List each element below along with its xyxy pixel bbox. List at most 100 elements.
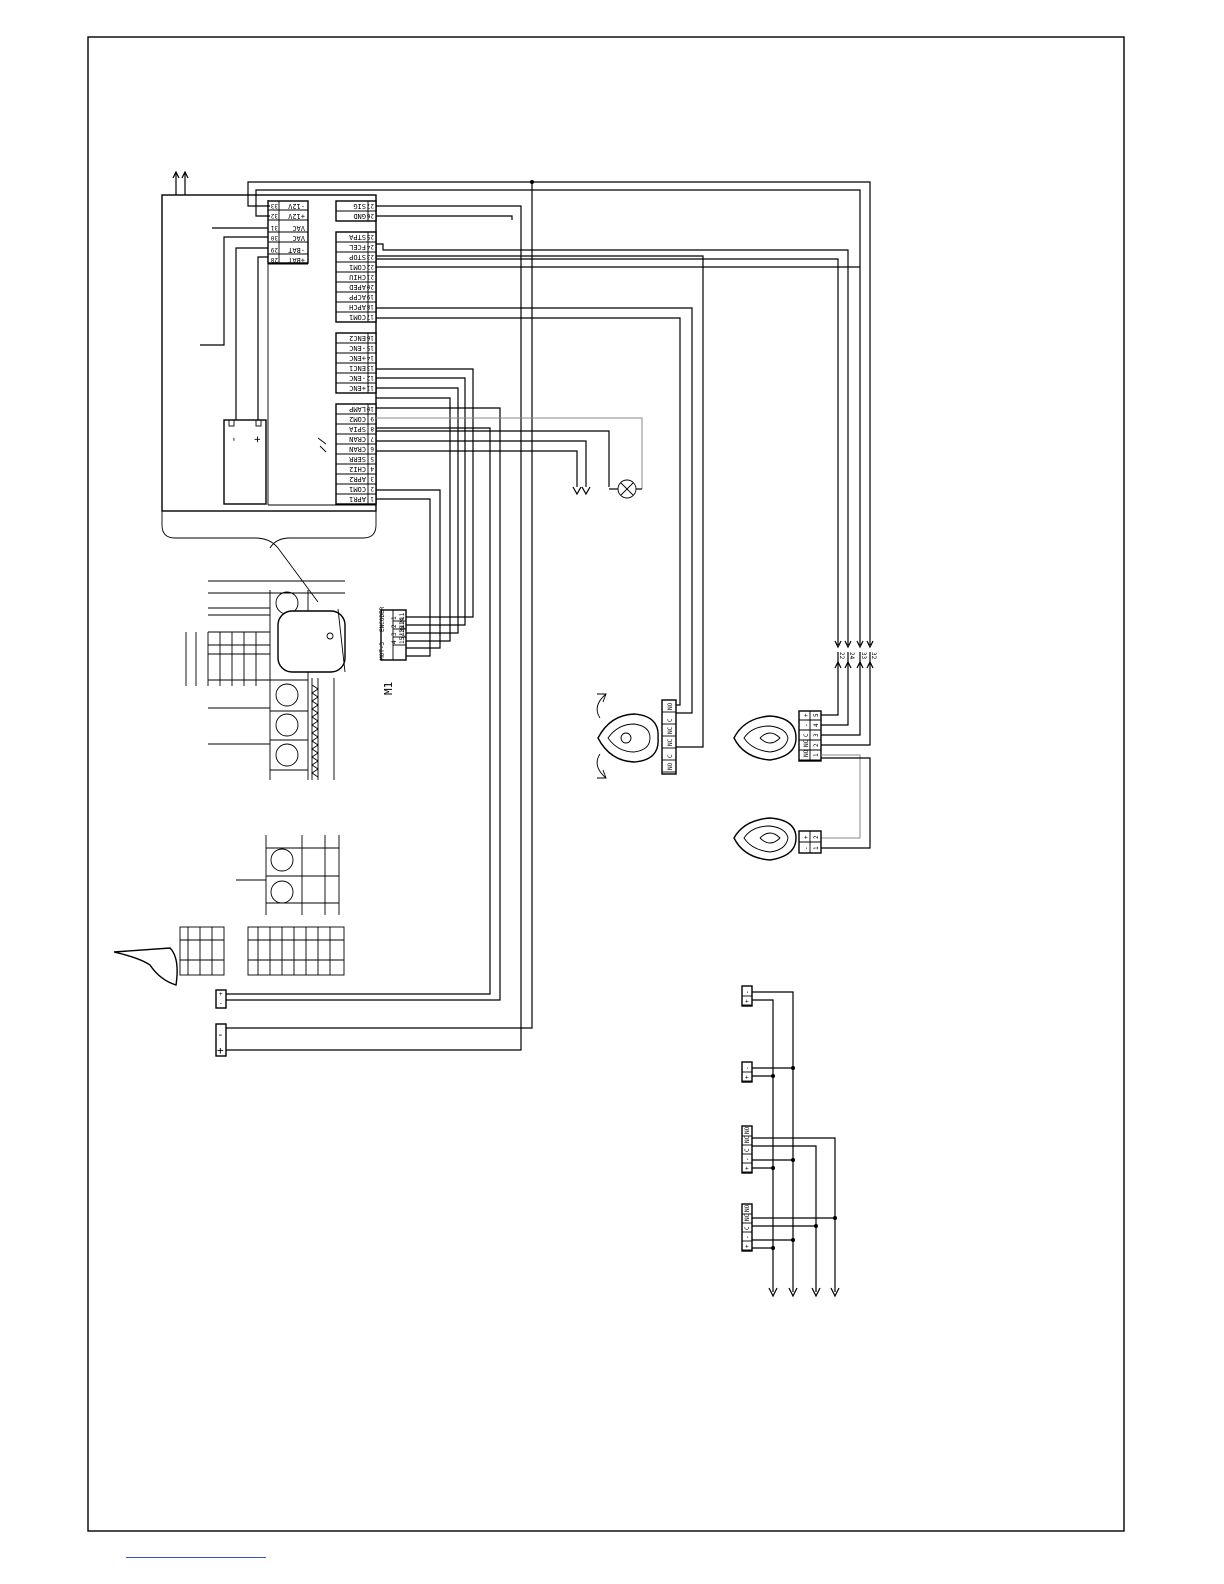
accessory-terminal-2-0: -	[744, 1066, 751, 1070]
terminal-label-13: ENC1	[349, 364, 366, 372]
terminal-num-5: 5	[370, 455, 374, 462]
encoder-right-15/16: 15/16	[399, 626, 406, 644]
arrow-up-icon	[866, 660, 874, 669]
photocell-tx-sym-1: -	[803, 723, 810, 727]
terminal-label-25: STPA	[348, 233, 366, 241]
terminal-num-15: 15	[366, 344, 374, 351]
accessory-terminal-4-0: NO	[744, 1204, 751, 1212]
photocell-rx-num-1: 1	[813, 846, 820, 850]
photocell-tx-num-0: 5	[813, 713, 820, 717]
terminal-label-2: COM1	[349, 485, 366, 493]
terminal-label-26: GND	[353, 212, 366, 220]
photocell-wire-33: 33	[860, 652, 867, 660]
terminal-label-17: COM1	[349, 313, 366, 321]
power-label-33: -12V	[287, 202, 305, 210]
encoder-header-encoder: ENCODER	[379, 606, 386, 632]
encoder-right-13/14: 13/14	[399, 618, 406, 636]
terminal-label-23: STOP	[349, 253, 366, 261]
terminal-label-6: CRAN	[349, 445, 366, 453]
terminal-num-7: 7	[370, 435, 374, 442]
photocell-wire-24: 24	[848, 652, 855, 660]
battery	[223, 419, 267, 505]
encoder-left-1: 1	[391, 616, 398, 620]
arrow-up-icon	[856, 660, 864, 669]
terminal-num-21: 21	[366, 273, 374, 280]
gate-illustration: + - + -	[113, 580, 346, 1057]
lamp-terminal-minus: -	[219, 1000, 223, 1007]
encoder-left-4: 4	[391, 640, 398, 644]
power-label-28: +BAT	[287, 256, 305, 264]
arrow-down-icon	[834, 640, 842, 649]
arrow-down-icon	[856, 640, 864, 649]
terminal-label-1: APR1	[349, 495, 366, 503]
terminal-label-11: +ENC	[349, 384, 366, 392]
terminal-num-26: 26	[366, 212, 374, 219]
terminal-num-13: 13	[366, 364, 374, 371]
terminal-num-19: 19	[366, 293, 374, 300]
accessory-terminal-block-4	[741, 1203, 753, 1252]
terminal-num-27: 27	[366, 202, 374, 209]
terminal-num-18: 18	[366, 303, 374, 310]
terminal-label-18: APCH	[349, 303, 366, 311]
terminal-num-12: 12	[366, 374, 374, 381]
photocell-tx-num-1: 4	[813, 723, 820, 727]
encoder-left-2: 2	[391, 624, 398, 628]
lamp-terminal-plus: +	[219, 991, 223, 998]
terminal-num-14: 14	[366, 354, 374, 361]
terminal-num-17: 17	[366, 313, 374, 320]
ps-terminal-minus: -	[217, 1028, 224, 1041]
terminal-label-19: ACPP	[349, 293, 366, 301]
terminal-label-10: LAMP	[349, 405, 366, 413]
key-terminal-0: NO	[667, 702, 674, 710]
terminal-label-7: CRAN	[349, 435, 366, 443]
photocell-tx-num-3: 2	[813, 743, 820, 747]
motor-body	[277, 610, 346, 673]
motor-label-m1: M1	[382, 682, 395, 695]
terminal-label-8: SPIA	[348, 425, 366, 433]
terminal-label-5: SERR	[348, 455, 366, 463]
photocell-tx-sym-3: NC	[803, 739, 810, 747]
terminal-label-4: CHI2	[349, 465, 366, 473]
terminal-label-3: APR2	[349, 475, 366, 483]
accessory-terminal-4-2: C	[744, 1226, 751, 1230]
ps-terminal-box	[215, 1023, 227, 1057]
encoder-right-12: 12	[399, 620, 406, 628]
terminal-num-24: 24	[366, 243, 374, 250]
photocell-wire-32: 32	[870, 652, 877, 660]
terminal-num-6: 6	[370, 445, 374, 452]
accessory-terminal-3-4: +	[744, 1166, 751, 1170]
terminal-num-2: 2	[370, 485, 374, 492]
board-wires	[224, 180, 871, 1051]
accessory-terminal-1-1: +	[744, 999, 751, 1003]
power-label-32: +12V	[287, 212, 305, 220]
accessory-terminal-3-2: C	[744, 1148, 751, 1152]
terminal-label-22: COM1	[349, 263, 366, 271]
encoder-right-11: 11	[399, 612, 406, 620]
encoder-header-mot: MOT-3	[379, 642, 386, 660]
photocell-rx-num-0: 2	[813, 835, 820, 839]
photocell-rx-sym-0: +	[803, 835, 810, 839]
terminal-num-4: 4	[370, 465, 374, 472]
accessory-terminal-4-3: -	[744, 1235, 751, 1239]
power-num-30: 30	[270, 234, 278, 241]
photocell-tx-sym-2: C	[803, 733, 810, 737]
terminal-label-21: CHIU	[349, 273, 366, 281]
terminal-num-1: 1	[370, 495, 374, 502]
ps-terminal-plus: +	[217, 1044, 224, 1057]
arrow-down-icon	[866, 640, 874, 649]
photocell-tx-num-4: 1	[813, 753, 820, 757]
key-terminal-3: NC	[667, 738, 674, 746]
power-num-29: 29	[270, 246, 278, 253]
accessory-terminal-3-3: -	[744, 1157, 751, 1161]
power-num-32: 32	[270, 212, 278, 219]
arrow-down-icon	[844, 640, 852, 649]
terminal-num-23: 23	[366, 253, 374, 260]
terminal-num-8: 8	[370, 425, 374, 432]
power-num-33: 33	[270, 202, 278, 209]
terminal-label-24: FCEL	[349, 243, 366, 251]
power-label-29: -BAT	[287, 246, 305, 254]
terminal-label-20: APED	[349, 283, 366, 291]
terminal-num-20: 20	[366, 283, 374, 290]
